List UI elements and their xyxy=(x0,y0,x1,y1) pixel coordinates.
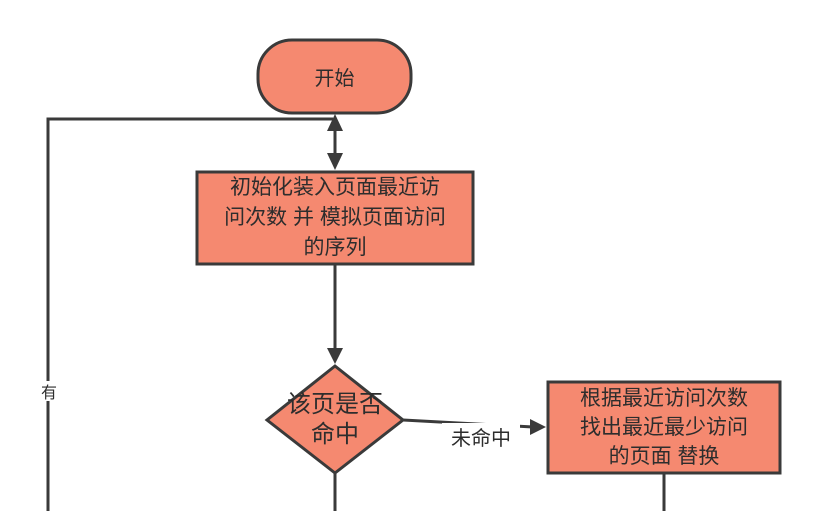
edge-init-decision-arrowhead-icon xyxy=(327,348,343,364)
edge-label-miss: 未命中 xyxy=(442,423,520,450)
replace-node-shape xyxy=(546,380,782,475)
hit-check-decision-shape xyxy=(264,364,406,475)
start-node-shape xyxy=(256,38,413,115)
edge-miss-arrowhead-icon xyxy=(530,419,546,435)
init-node-shape xyxy=(195,170,475,266)
edge-hit-loop-arrowhead-icon xyxy=(327,114,343,131)
edge-label-hit: 有 xyxy=(39,381,59,402)
edge-hit-loop-line xyxy=(46,117,333,511)
edge-start-init-arrowhead-icon xyxy=(327,153,343,170)
